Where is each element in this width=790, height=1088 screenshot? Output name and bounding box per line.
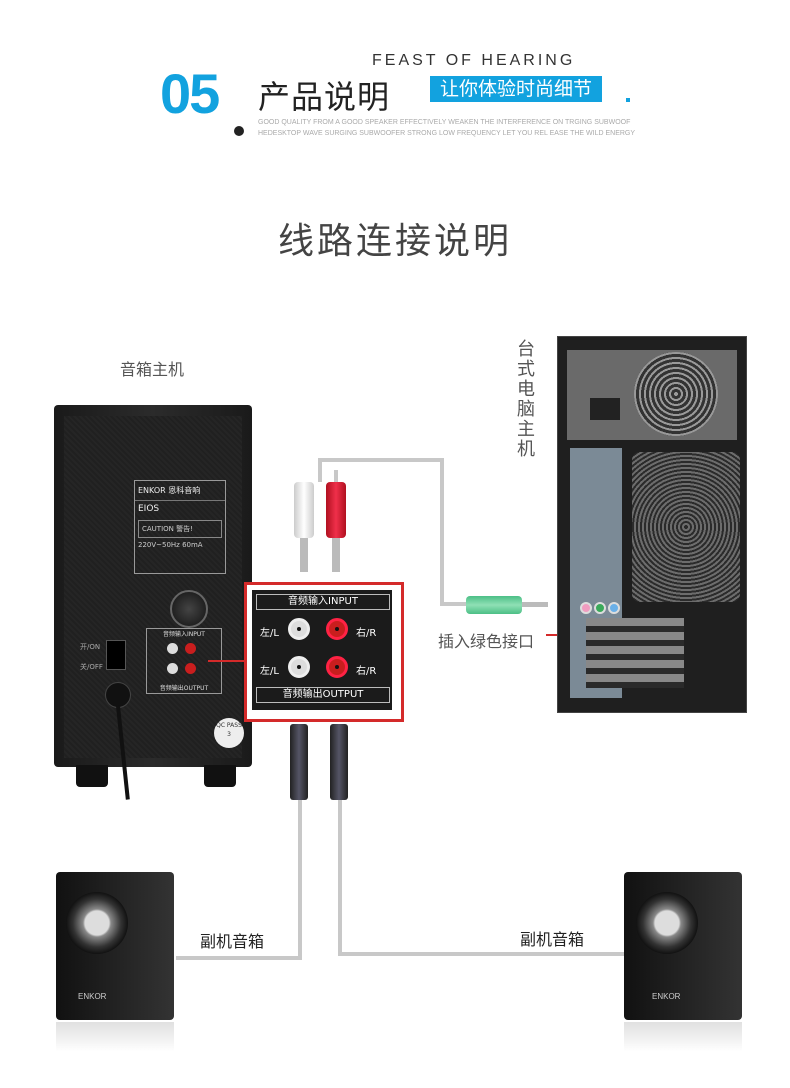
speaker-cone-left: [66, 892, 128, 954]
output-plug-left: [290, 724, 308, 800]
tagline-text: GOOD QUALITY FROM A GOOD SPEAKER EFFECTI…: [258, 119, 636, 137]
power-socket: [590, 398, 620, 420]
main-unit-back-panel: [64, 416, 242, 758]
input-cable-to-plug: [440, 602, 468, 606]
case-vent-mesh: [632, 452, 740, 602]
model-label: EIOS: [138, 504, 160, 514]
green-port-label: 插入绿色接口: [438, 632, 535, 651]
zoom-jack-out-left[interactable]: [288, 656, 310, 678]
satellite-label-right: 副机音箱: [520, 930, 585, 949]
zoom-panel: [252, 590, 392, 710]
main-unit-label: 音箱主机: [120, 360, 185, 379]
speaker-brand-right: ENKOR: [652, 992, 681, 1001]
zoom-jack-in-right[interactable]: [326, 618, 348, 640]
section-number: 05: [160, 62, 220, 125]
speaker-brand-left: ENKOR: [78, 992, 107, 1001]
power-switch[interactable]: [106, 640, 126, 670]
output-plug-right: [330, 724, 348, 800]
switch-off-label: 关/OFF: [80, 663, 103, 671]
unit-output-label: 音频输出OUTPUT: [159, 685, 209, 692]
psu-fan-icon: [634, 352, 718, 436]
zoom-output-title: 音频输出OUTPUT: [256, 687, 390, 703]
english-title: FEAST OF HEARING: [372, 52, 576, 69]
input-cable-vertical: [440, 458, 444, 606]
zoom-connector-line: [208, 660, 246, 662]
zoom-label-left-in: 左/L: [260, 628, 279, 639]
caution-label: CAUTION 警告!: [138, 520, 222, 538]
unit-jack-in-right[interactable]: [185, 643, 196, 654]
green-plug-tip: [522, 602, 548, 607]
speaker-cone-right: [636, 892, 698, 954]
switch-on-label: 开/ON: [80, 643, 101, 651]
expansion-slots: [586, 618, 684, 688]
section-title: 线路连接说明: [277, 221, 512, 262]
pc-label: 台式电脑主机: [517, 339, 535, 460]
unit-jack-out-right[interactable]: [185, 663, 196, 674]
qc-pass-sticker: QC PASS 3: [214, 718, 244, 748]
satellite-label-left: 副机音箱: [200, 932, 265, 951]
zoom-input-title: 音频输入INPUT: [256, 594, 390, 610]
zoom-label-right-out: 右/R: [356, 666, 377, 677]
white-rca-plug: [294, 482, 314, 538]
bass-knob[interactable]: [170, 590, 208, 628]
output-cable-left-horizontal: [176, 956, 302, 960]
input-cable-top: [318, 458, 444, 462]
brand-label: ENKOR 恩科音响: [135, 481, 225, 501]
unit-jack-out-left[interactable]: [167, 663, 178, 674]
output-cable-right-horizontal: [338, 952, 624, 956]
slogan-banner: 让你体验时尚细节: [430, 76, 603, 102]
unit-foot-left: [76, 765, 108, 787]
input-cable-left-drop: [318, 458, 322, 482]
unit-foot-right: [204, 765, 236, 787]
green-35mm-plug: [466, 596, 522, 614]
zoom-jack-in-left[interactable]: [288, 618, 310, 640]
pc-blue-audio-port[interactable]: [608, 602, 620, 614]
slogan-dot: [626, 98, 630, 102]
unit-input-label: 音频输入INPUT: [163, 631, 205, 638]
speaker-reflection-right: [624, 1022, 742, 1052]
power-label: 220V~50Hz 60mA: [138, 541, 203, 549]
zoom-jack-out-right[interactable]: [326, 656, 348, 678]
unit-io-panel: 音频输入INPUT 音频输出OUTPUT: [146, 628, 222, 694]
red-rca-plug: [326, 482, 346, 538]
chinese-title: 产品说明: [258, 78, 391, 116]
rating-plate: ENKOR 恩科音响 EIOS CAUTION 警告! 220V~50Hz 60…: [134, 480, 226, 574]
zoom-label-right-in: 右/R: [356, 628, 377, 639]
speaker-reflection-left: [56, 1022, 174, 1052]
output-cable-left-vertical: [298, 800, 302, 960]
unit-jack-in-left[interactable]: [167, 643, 178, 654]
zoom-label-left-out: 左/L: [260, 666, 279, 677]
decor-dot: [234, 126, 244, 136]
power-cord-port: [105, 682, 131, 708]
red-rca-tip: [332, 538, 340, 572]
output-cable-right-vertical: [338, 800, 342, 956]
input-cable-right-drop: [334, 470, 338, 482]
pc-pink-audio-port[interactable]: [580, 602, 592, 614]
white-rca-tip: [300, 538, 308, 572]
pc-green-audio-port[interactable]: [594, 602, 606, 614]
